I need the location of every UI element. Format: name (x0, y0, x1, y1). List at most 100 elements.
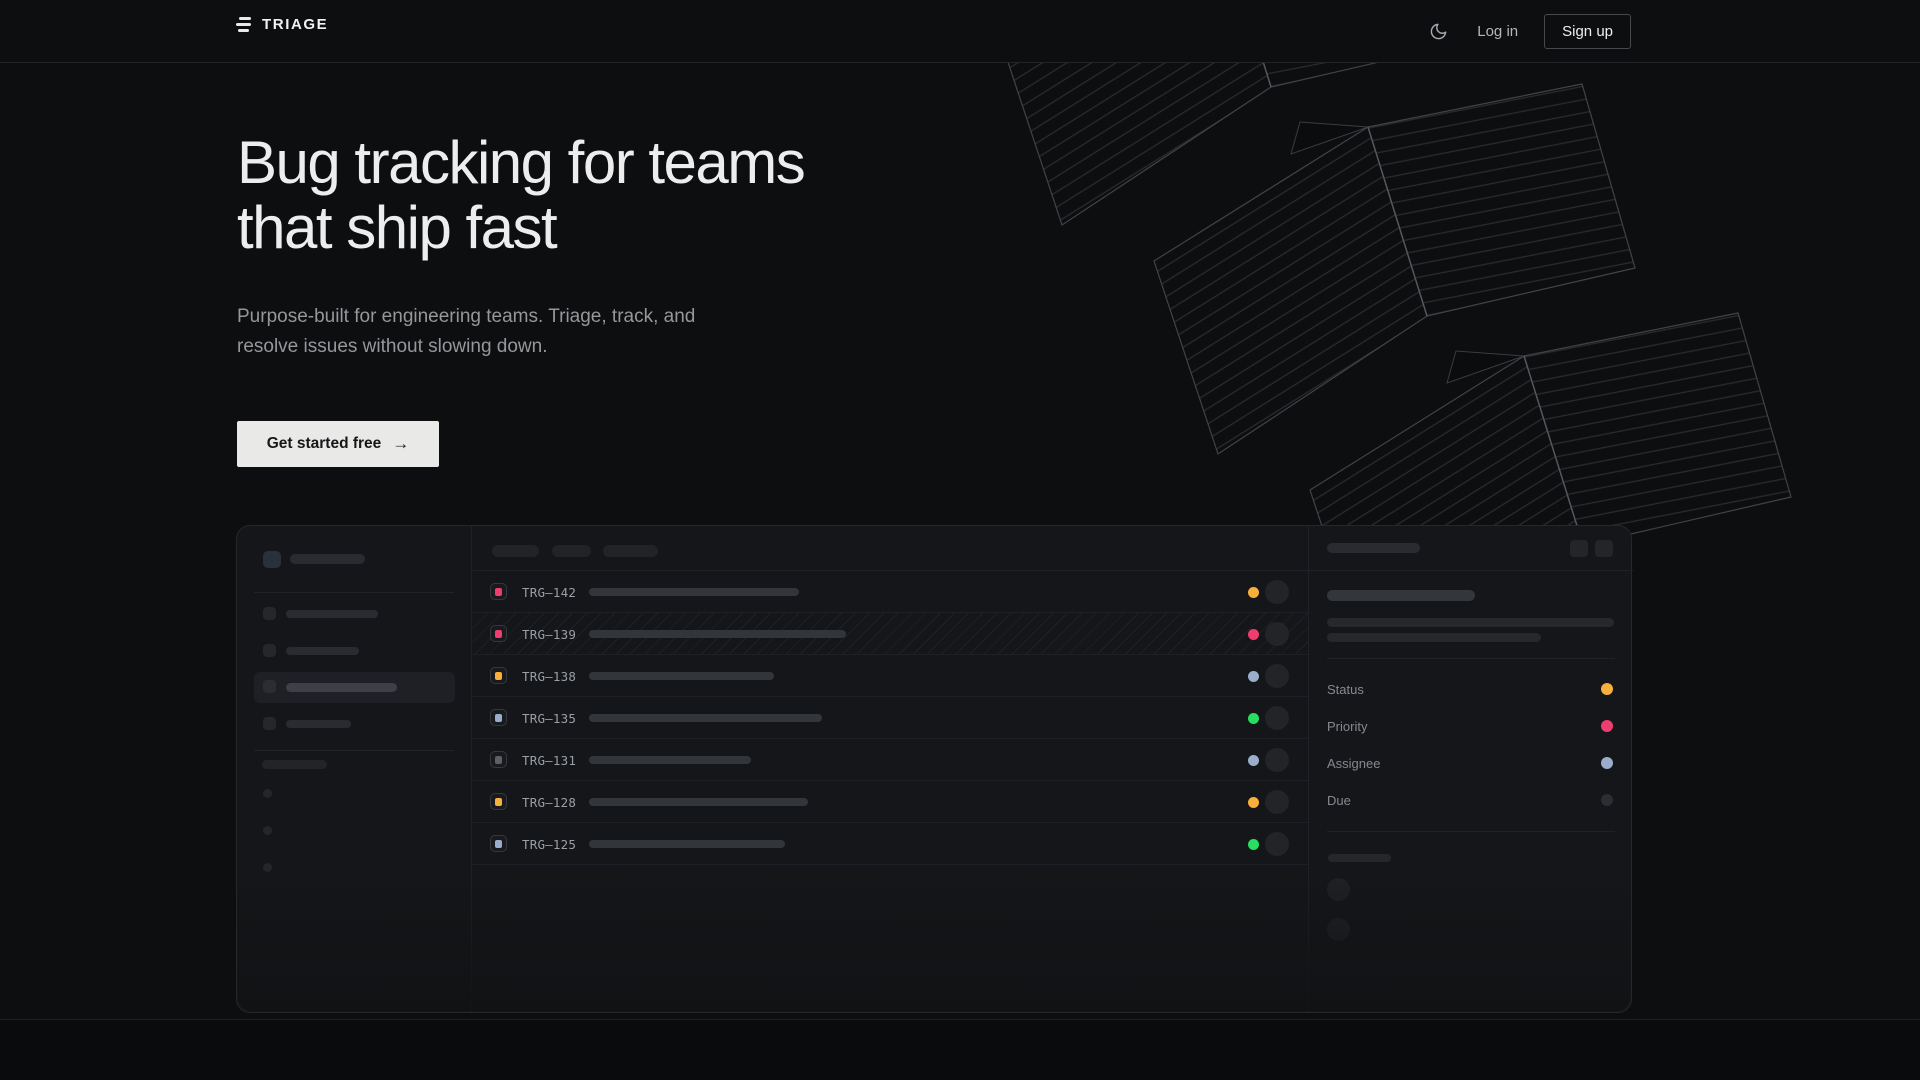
skeleton-tab (603, 545, 658, 557)
panel-action-icon (1570, 540, 1588, 557)
issue-type-icon (490, 583, 507, 600)
issue-id: TRG–142 (522, 585, 577, 600)
sidebar-item-icon (263, 717, 276, 730)
avatar (1265, 832, 1289, 856)
status-dot (1248, 628, 1259, 640)
comment-avatar (1327, 918, 1350, 941)
field-label: Assignee (1327, 756, 1381, 771)
footer-band (0, 1019, 1920, 1080)
field-label: Due (1327, 793, 1351, 808)
mockup-issue-list: TRG–142 TRG–139 TRG–138 TRG–135 (473, 526, 1308, 1012)
field-value-dot (1601, 683, 1613, 695)
detail-field: Priority (1327, 709, 1615, 745)
triage-logo-icon (236, 16, 252, 33)
avatar (1265, 664, 1289, 688)
issue-row: TRG–142 (473, 571, 1308, 613)
status-dot (1248, 670, 1259, 682)
app-mockup-card: TRG–142 TRG–139 TRG–138 TRG–135 (236, 525, 1633, 1013)
sidebar-item-icon (263, 680, 276, 693)
skeleton-bar (1327, 590, 1475, 601)
skeleton-bar (262, 760, 327, 769)
divider (254, 592, 454, 593)
issue-row: TRG–128 (473, 781, 1308, 823)
navbar: TRIAGE Log in Sign up (0, 0, 1920, 63)
divider (254, 750, 454, 751)
field-value-dot (1601, 720, 1613, 732)
issue-row: TRG–135 (473, 697, 1308, 739)
hero-heading-line-2: that ship fast (237, 194, 558, 261)
avatar (1265, 748, 1289, 772)
sidebar-dot (263, 826, 272, 835)
divider (1327, 831, 1615, 832)
issue-id: TRG–128 (522, 795, 577, 810)
sidebar-item-icon (263, 607, 276, 620)
hero-heading-line-1: Bug tracking for teams (237, 129, 806, 196)
status-dot (1248, 586, 1259, 598)
skeleton-bar (286, 720, 351, 728)
issue-type-icon (490, 751, 507, 768)
issue-id: TRG–139 (522, 627, 577, 642)
field-label: Status (1327, 682, 1364, 697)
issue-id: TRG–138 (522, 669, 577, 684)
navbar-actions: Log in Sign up (1425, 0, 1631, 63)
issue-type-icon (490, 667, 507, 684)
comment-avatar (1327, 878, 1350, 901)
issue-row: TRG–125 (473, 823, 1308, 865)
issue-type-icon (490, 709, 507, 726)
skeleton-bar (286, 683, 397, 692)
avatar (1265, 580, 1289, 604)
skeleton-bar (589, 798, 808, 806)
signup-button[interactable]: Sign up (1544, 14, 1631, 49)
get-started-label: Get started free (266, 435, 382, 452)
get-started-button[interactable]: Get started free → (237, 421, 439, 467)
issue-id: TRG–125 (522, 837, 577, 852)
field-value-dot (1601, 794, 1613, 806)
hero-subtext-line-2: resolve issues without slowing down. (237, 336, 548, 357)
detail-field: Due (1327, 783, 1615, 819)
issue-id: TRG–131 (522, 753, 577, 768)
mockup-detail-panel: Status Priority Assignee Due (1308, 526, 1633, 1012)
status-dot (1248, 712, 1259, 724)
issue-type-icon (490, 793, 507, 810)
theme-toggle-button[interactable] (1425, 19, 1451, 45)
issue-row: TRG–138 (473, 655, 1308, 697)
skeleton-bar (589, 840, 785, 848)
status-dot (1248, 754, 1259, 766)
issue-type-icon (490, 835, 507, 852)
panel-action-icon (1595, 540, 1613, 557)
skeleton-bar (290, 554, 365, 564)
skeleton-bar (286, 610, 378, 618)
divider (1327, 658, 1615, 659)
skeleton-bar (589, 588, 799, 596)
hero-subtext: Purpose-built for engineering teams. Tri… (237, 302, 804, 362)
moon-icon (1430, 23, 1447, 40)
sidebar-item-icon (263, 644, 276, 657)
issue-id: TRG–135 (522, 711, 577, 726)
skeleton-bar (1327, 633, 1541, 642)
sidebar-dot (263, 789, 272, 798)
issue-row: TRG–131 (473, 739, 1308, 781)
mockup-sidebar (237, 526, 472, 1012)
skeleton-bar (589, 714, 822, 722)
skeleton-bar (286, 647, 359, 655)
status-dot (1248, 838, 1259, 850)
avatar (1265, 622, 1289, 646)
avatar (1265, 790, 1289, 814)
skeleton-tab (492, 545, 539, 557)
workspace-icon (263, 551, 281, 568)
status-dot (1248, 796, 1259, 808)
panel-header (1309, 526, 1633, 571)
hero-section: Bug tracking for teams that ship fast Pu… (237, 129, 806, 467)
list-header (473, 526, 1308, 571)
skeleton-tab (552, 545, 591, 557)
detail-field: Assignee (1327, 746, 1615, 782)
skeleton-bar (1327, 543, 1420, 553)
brand-logo[interactable]: TRIAGE (236, 16, 328, 33)
detail-field: Status (1327, 672, 1615, 708)
field-label: Priority (1327, 719, 1368, 734)
hero-heading: Bug tracking for teams that ship fast (237, 129, 806, 261)
skeleton-bar (1327, 618, 1614, 627)
issue-row-selected: TRG–139 (473, 613, 1308, 655)
issue-type-icon (490, 625, 507, 642)
login-link[interactable]: Log in (1477, 23, 1519, 40)
